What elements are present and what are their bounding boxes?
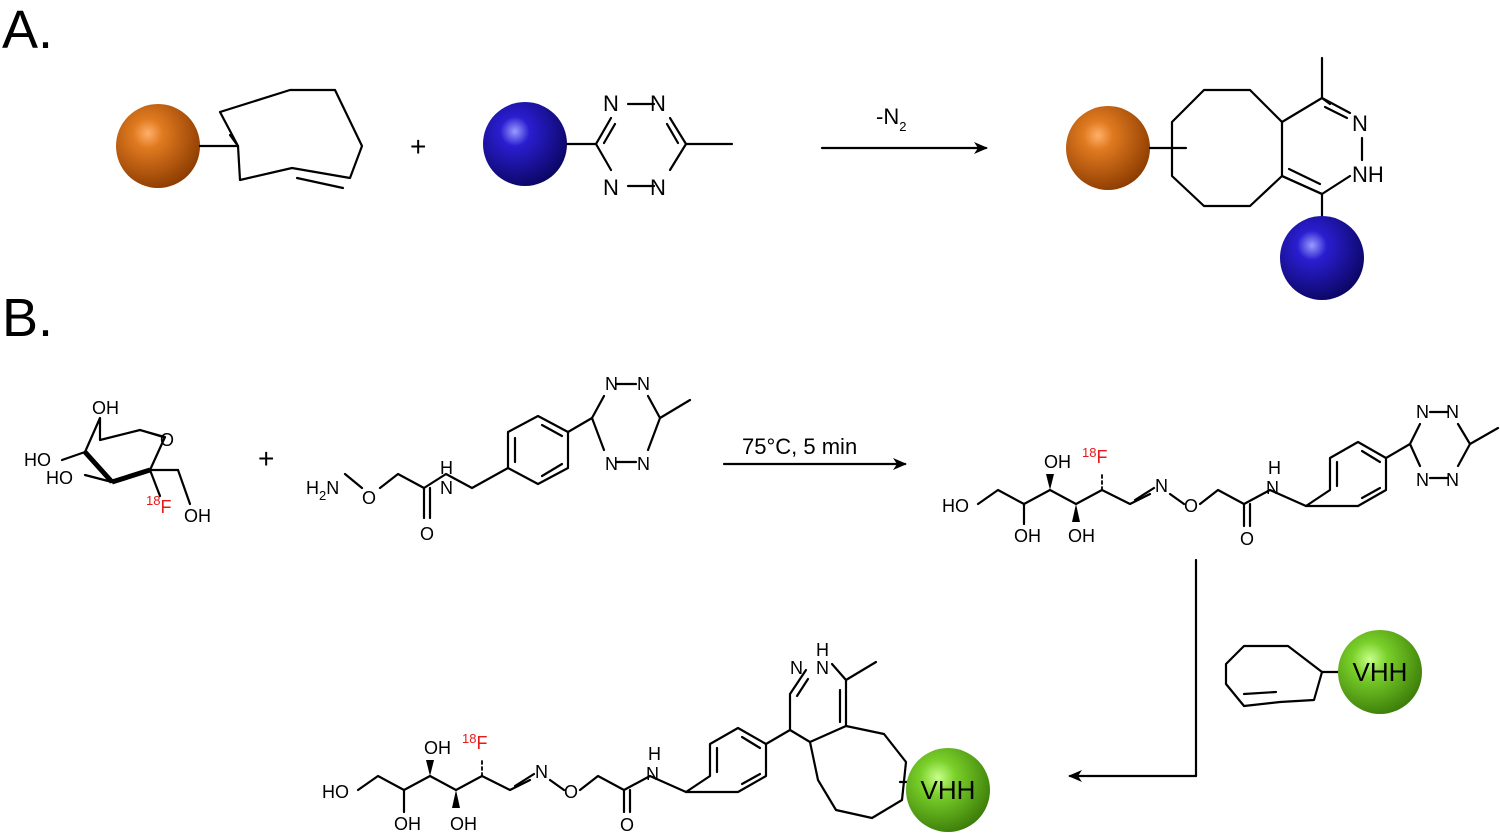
fdg-ho-mid-label: HO (46, 468, 73, 488)
tetrazine-n3-label: N (603, 175, 619, 200)
orange-sphere-product-icon (1066, 106, 1150, 190)
prod-carbonyl-o-label: O (1240, 529, 1254, 549)
final-vhh-conjugate: HO OH 18F OH OH N O O H N N H N VHH (322, 640, 990, 835)
tco-vhh-reagent: VHH (1224, 630, 1422, 714)
final-pyridazine-nh-h-label: H (816, 640, 829, 660)
vhh-reagent-label: VHH (1353, 657, 1408, 687)
tco-reagent (116, 88, 364, 190)
prod-tz-n4-label: N (1446, 470, 1459, 490)
final-pyridazine-nh-n-label: N (816, 658, 829, 678)
tetrazine-reagent: N N N N (483, 91, 734, 200)
reaction-arrow-b1: 75°C, 5 min (722, 434, 907, 470)
fdg-ring-o-label: O (160, 430, 174, 450)
final-pyridazine-n-label: N (790, 658, 803, 678)
linker-h2n-label: H2N (306, 478, 339, 503)
final-oxime-n-label: N (535, 762, 548, 782)
linker-tz-n3-label: N (605, 454, 618, 474)
product-a: N NH (1066, 56, 1384, 300)
linker-nh-n-label: N (440, 478, 453, 498)
linker-tz-n2-label: N (637, 374, 650, 394)
orange-sphere-icon (116, 104, 200, 188)
oxime-tetrazine-product: HO OH 18F OH OH N O O H N N N N N (942, 402, 1500, 549)
final-ho-label: HO (322, 782, 349, 802)
plus-sign-b: + (258, 443, 274, 474)
prod-oh-low-label: OH (1068, 526, 1095, 546)
linker-o-label: O (362, 488, 376, 508)
fdg-ho-left-label: HO (24, 450, 51, 470)
final-fluorine-label: 18F (462, 731, 487, 753)
final-carbonyl-o-label: O (620, 815, 634, 835)
fdg-oh-anomeric-label: OH (184, 506, 211, 526)
prod-fluorine-label: 18F (1082, 445, 1107, 467)
plus-sign-a: + (410, 131, 426, 162)
product-a-n-label: N (1352, 111, 1368, 136)
prod-tz-n1-label: N (1416, 402, 1429, 422)
linker-tz-n4-label: N (637, 454, 650, 474)
panel-label-a: A. (2, 0, 53, 60)
tetrazine-n1-label: N (603, 91, 619, 116)
prod-ho-label: HO (942, 496, 969, 516)
green-sphere-conjugate-icon (906, 748, 990, 832)
fdg-fluorine-label: 18F (146, 493, 171, 517)
linker-nh-h-label: H (440, 458, 453, 478)
reaction-arrow-b2 (1068, 558, 1198, 782)
prod-oh-top-label: OH (1044, 452, 1071, 472)
fdg-sugar: OH O HO HO 18F OH (24, 398, 211, 526)
panel-label-b: B. (2, 288, 53, 348)
product-a-nh-label: NH (1352, 162, 1384, 187)
green-sphere-reagent-icon (1338, 630, 1422, 714)
aminooxy-tetrazine-linker: H2N O O H N N N N N (306, 374, 692, 544)
final-amide-n-label: N (646, 764, 659, 784)
condition-a-label: -N2 (876, 104, 906, 134)
blue-sphere-product-icon (1280, 216, 1364, 300)
linker-carbonyl-o-label: O (420, 524, 434, 544)
final-oh-mid-label: OH (394, 814, 421, 834)
prod-amide-n-label: N (1266, 478, 1279, 498)
prod-oh-mid-label: OH (1014, 526, 1041, 546)
reaction-arrow-a: -N2 (820, 104, 988, 154)
prod-oxime-o-label: O (1184, 496, 1198, 516)
condition-b-label: 75°C, 5 min (742, 434, 857, 459)
final-oh-top-label: OH (424, 738, 451, 758)
prod-tz-n2-label: N (1446, 402, 1459, 422)
blue-sphere-icon (483, 102, 567, 186)
final-oxime-o-label: O (564, 782, 578, 802)
vhh-conjugate-label: VHH (921, 775, 976, 805)
final-amide-h-label: H (648, 744, 661, 764)
prod-oxime-n-label: N (1155, 476, 1168, 496)
fdg-oh-top-label: OH (92, 398, 119, 418)
tetrazine-n2-label: N (650, 91, 666, 116)
linker-tz-n1-label: N (605, 374, 618, 394)
tetrazine-n4-label: N (650, 175, 666, 200)
prod-tz-n3-label: N (1416, 470, 1429, 490)
prod-amide-h-label: H (1268, 458, 1281, 478)
final-oh-low-label: OH (450, 814, 477, 834)
